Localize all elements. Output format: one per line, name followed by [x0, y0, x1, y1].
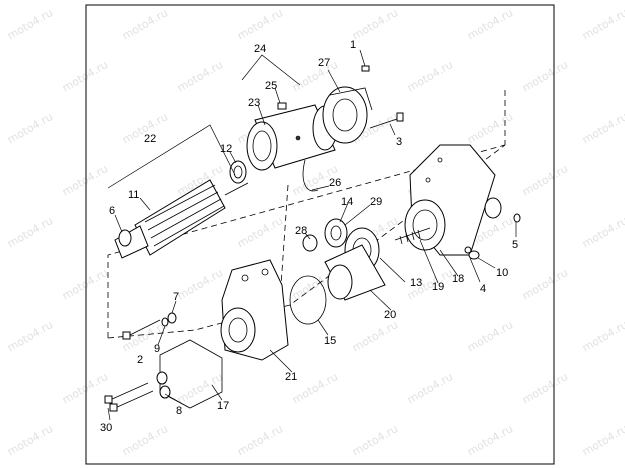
bearing [229, 160, 247, 184]
callout-1: 1 [350, 39, 356, 51]
callout-25: 25 [265, 80, 277, 92]
field-wire [302, 159, 319, 192]
callout-2: 2 [137, 354, 143, 366]
leader-lines [107, 49, 517, 421]
callout-21: 21 [285, 371, 297, 383]
callout-9: 9 [154, 343, 160, 355]
callout-22: 22 [144, 133, 156, 145]
callout-26: 26 [329, 177, 341, 189]
plunger-spring [394, 227, 431, 245]
through-bolt-3 [369, 112, 404, 129]
callout-23: 23 [248, 97, 260, 109]
overrunning-clutch [324, 244, 386, 301]
o-ring-15 [289, 275, 327, 325]
callout-8: 8 [176, 405, 182, 417]
yoke-housing [246, 104, 338, 171]
drive-housing [220, 259, 289, 361]
washer-7 [167, 312, 177, 324]
bolt-2 [122, 319, 161, 340]
diagram-frame [85, 4, 555, 465]
bracket-24 [241, 54, 301, 86]
callout-14: 14 [341, 196, 353, 208]
callout-30: 30 [100, 422, 112, 434]
assembly-lines [107, 90, 506, 339]
callout-7: 7 [173, 291, 179, 303]
callout-10: 10 [496, 267, 508, 279]
washer-8a [156, 371, 168, 385]
callout-24: 24 [254, 43, 266, 55]
nut-4 [464, 246, 472, 254]
armature [114, 179, 249, 259]
brush-holder [322, 86, 373, 144]
callout-13: 13 [410, 277, 422, 289]
washer-9 [161, 317, 169, 327]
callout-29: 29 [370, 196, 382, 208]
idler-gear [324, 218, 348, 248]
callout-4: 4 [480, 283, 486, 295]
bracket-22 [107, 124, 236, 189]
callout-15: 15 [324, 335, 336, 347]
callout-17: 17 [217, 400, 229, 412]
callout-12: 12 [220, 143, 232, 155]
clip-25 [277, 102, 287, 110]
callout-3: 3 [396, 136, 402, 148]
plug-1 [361, 65, 370, 72]
nut-10 [468, 250, 480, 260]
terminal-5 [484, 197, 521, 223]
callout-11: 11 [128, 189, 139, 201]
callout-6: 6 [109, 205, 115, 217]
callout-18: 18 [452, 273, 464, 285]
washer-6 [118, 229, 132, 247]
callout-19: 19 [432, 281, 444, 293]
callout-20: 20 [384, 309, 396, 321]
callout-28: 28 [295, 225, 307, 237]
bearing-cage-28 [302, 234, 318, 252]
washer-8b [159, 385, 171, 399]
mounting-bolts-30 [104, 382, 154, 412]
callout-27: 27 [318, 57, 330, 69]
solenoid-housing [404, 144, 496, 256]
callout-labels: 1 2 3 4 5 6 7 8 9 10 11 12 13 14 15 17 1… [100, 39, 518, 434]
callout-5: 5 [512, 239, 518, 251]
